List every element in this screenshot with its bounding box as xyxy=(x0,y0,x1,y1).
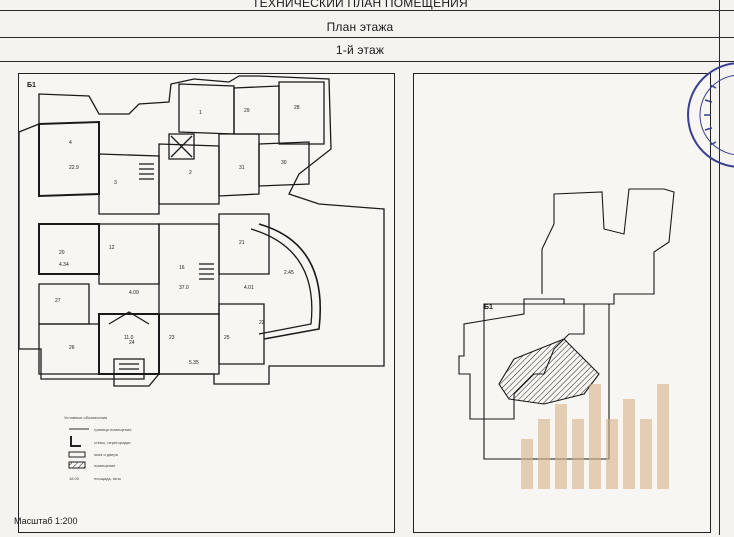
svg-text:3: 3 xyxy=(114,180,117,186)
divider-top xyxy=(0,10,734,11)
svg-text:22: 22 xyxy=(259,320,265,326)
svg-text:11.0: 11.0 xyxy=(124,335,134,341)
svg-text:24: 24 xyxy=(129,340,135,346)
site-plan-panel: Б1 xyxy=(413,73,711,533)
document-title: ТЕХНИЧЕСКИЙ ПЛАН ПОМЕЩЕНИЯ xyxy=(252,0,468,10)
svg-text:12: 12 xyxy=(109,245,115,251)
svg-text:помещение: помещение xyxy=(94,463,116,468)
floor-plan-drawing: 4 3 2 1 12 16 20 21 22 23 24 25 26 27 28… xyxy=(18,75,385,481)
svg-text:окна и двери: окна и двери xyxy=(94,452,118,457)
svg-text:37.0: 37.0 xyxy=(179,285,189,291)
sheet-right-border xyxy=(719,0,720,535)
svg-text:22.9: 22.9 xyxy=(69,165,79,171)
plan-legend: Условные обозначения граница помещения с… xyxy=(64,415,131,481)
svg-text:30: 30 xyxy=(281,160,287,166)
svg-text:16: 16 xyxy=(179,265,185,271)
svg-text:27: 27 xyxy=(55,298,61,304)
svg-text:2: 2 xyxy=(189,170,192,176)
svg-text:4.01: 4.01 xyxy=(244,285,254,291)
svg-text:18.00: 18.00 xyxy=(69,476,80,481)
svg-text:5.35: 5.35 xyxy=(189,360,199,366)
svg-text:4: 4 xyxy=(69,140,72,146)
svg-text:4.34: 4.34 xyxy=(59,262,69,268)
svg-text:29: 29 xyxy=(244,108,250,114)
divider-middle xyxy=(0,37,734,38)
watermark-logo xyxy=(521,384,669,489)
svg-text:Условные обозначения: Условные обозначения xyxy=(64,415,107,420)
svg-text:28: 28 xyxy=(294,105,300,111)
svg-text:площадь, кв.м: площадь, кв.м xyxy=(94,476,121,481)
official-stamp xyxy=(687,62,734,168)
floor-label: 1-й этаж xyxy=(335,43,385,57)
svg-text:стены, перегородки: стены, перегородки xyxy=(94,440,130,445)
svg-text:31: 31 xyxy=(239,165,245,171)
svg-text:25: 25 xyxy=(224,335,230,341)
svg-text:20: 20 xyxy=(59,250,65,256)
svg-text:1: 1 xyxy=(199,110,202,116)
svg-text:2.45: 2.45 xyxy=(284,270,294,276)
building-label: Б1 xyxy=(27,82,36,89)
svg-text:23: 23 xyxy=(169,335,175,341)
svg-text:21: 21 xyxy=(239,240,245,246)
scale-label: Масштаб 1:200 xyxy=(14,516,78,526)
site-building-label: Б1 xyxy=(484,304,493,311)
svg-text:граница помещения: граница помещения xyxy=(94,427,131,432)
floor-plan-panel: 4 3 2 1 12 16 20 21 22 23 24 25 26 27 28… xyxy=(18,73,395,533)
svg-text:4.09: 4.09 xyxy=(129,290,139,296)
divider-lower xyxy=(0,61,734,62)
svg-text:26: 26 xyxy=(69,345,75,351)
plan-subtitle: План этажа xyxy=(326,20,394,34)
